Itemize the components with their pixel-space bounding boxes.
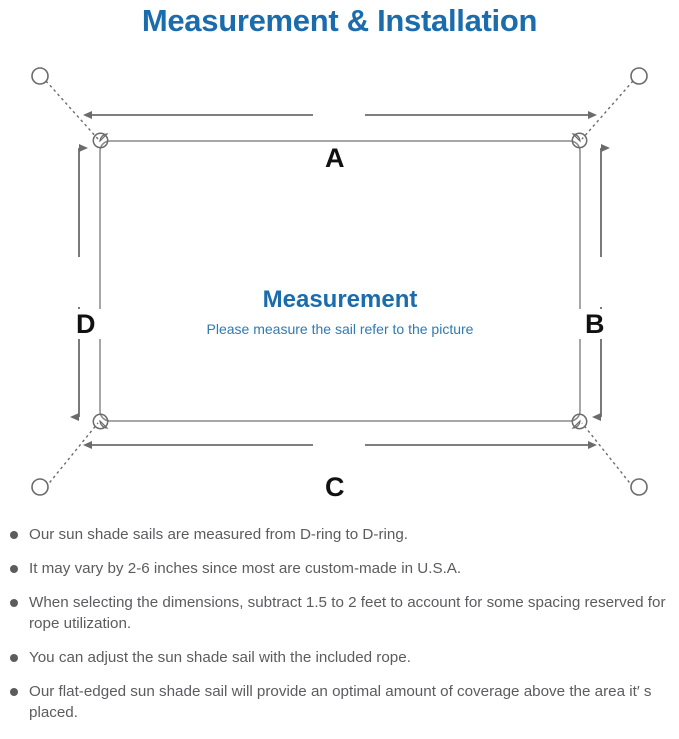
measurement-diagram: Measurement Please measure the sail refe… — [0, 45, 679, 515]
list-item: Our flat-edged sun shade sail will provi… — [0, 681, 679, 723]
anchor-point-bottom-left — [31, 478, 49, 496]
notes-list: Our sun shade sails are measured from D-… — [0, 524, 679, 736]
bullet-icon — [10, 565, 18, 573]
anchor-point-bottom-right — [630, 478, 648, 496]
note-text: Our flat-edged sun shade sail will provi… — [29, 683, 652, 721]
dimension-label-c: C — [318, 472, 352, 502]
d-rings-group — [92, 132, 588, 430]
note-text: When selecting the dimensions, subtract … — [29, 594, 666, 632]
bullet-icon — [10, 654, 18, 662]
note-text: It may vary by 2-6 inches since most are… — [29, 560, 462, 577]
measurement-diagram-svg — [31, 67, 648, 496]
rope-lines-group — [45, 80, 634, 488]
bullet-icon — [10, 599, 18, 607]
rope-line-bottom-left — [45, 422, 99, 488]
sail-body — [99, 140, 581, 422]
list-item: Our sun shade sails are measured from D-… — [0, 524, 679, 545]
d-ring-top-left — [92, 132, 109, 149]
bullet-icon — [10, 688, 18, 696]
list-item: When selecting the dimensions, subtract … — [0, 592, 679, 634]
dimension-label-d: D — [69, 309, 103, 339]
anchor-point-top-left — [31, 67, 49, 85]
d-ring-bottom-left — [92, 413, 109, 430]
page-title: Measurement & Installation — [141, 3, 538, 38]
dimension-label-b: B — [578, 309, 612, 339]
anchor-point-top-right — [630, 67, 648, 85]
note-text: You can adjust the sun shade sail with t… — [29, 649, 411, 666]
rope-line-bottom-right — [581, 422, 634, 488]
anchor-rings-group — [31, 67, 648, 496]
bullet-icon — [10, 531, 18, 539]
d-ring-top-right — [571, 132, 588, 149]
dimension-label-a: A — [318, 143, 352, 173]
d-ring-bottom-right — [571, 413, 588, 430]
rope-line-top-right — [581, 80, 634, 140]
list-item: It may vary by 2-6 inches since most are… — [0, 558, 679, 579]
note-text: Our sun shade sails are measured from D-… — [29, 526, 408, 543]
rope-line-top-left — [45, 80, 99, 140]
list-item: You can adjust the sun shade sail with t… — [0, 647, 679, 668]
